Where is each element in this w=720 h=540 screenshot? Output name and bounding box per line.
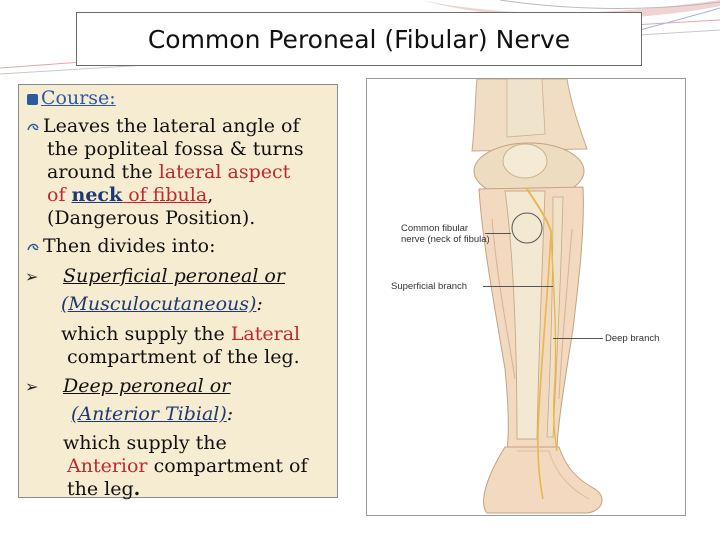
leg-anatomy-figure: Common fibular nerve (neck of fibula) Su… bbox=[366, 78, 686, 516]
course-heading: Course: bbox=[27, 87, 116, 110]
text-line-6: Then divides into: bbox=[27, 235, 215, 258]
arrow-bullet-icon: ➢ bbox=[25, 267, 39, 286]
label-common-fibular-nerve: Common fibular nerve (neck of fibula) bbox=[401, 223, 490, 245]
leader-line bbox=[483, 286, 553, 287]
text-line-9: which supply the Lateral bbox=[61, 323, 301, 345]
curl-bullet-icon bbox=[27, 123, 39, 131]
square-bullet-icon bbox=[27, 94, 38, 105]
leader-line bbox=[553, 338, 603, 339]
text-line-8: (Musculocutaneous): bbox=[61, 293, 263, 315]
text-line-15: the leg. bbox=[67, 478, 141, 500]
text-line-4: of neck of fibula, bbox=[47, 184, 214, 206]
text-line-3: around the lateral aspect bbox=[47, 161, 291, 183]
slide-title: Common Peroneal (Fibular) Nerve bbox=[147, 24, 571, 54]
text-line-12: (Anterior Tibial): bbox=[71, 403, 234, 425]
text-line-7: ➢Superficial peroneal or bbox=[25, 265, 285, 287]
label-deep-branch: Deep branch bbox=[605, 333, 660, 344]
text-line-5: (Dangerous Position). bbox=[47, 207, 256, 229]
title-box: Common Peroneal (Fibular) Nerve bbox=[76, 12, 642, 66]
curl-bullet-icon bbox=[27, 243, 39, 251]
course-label: Course: bbox=[41, 87, 116, 109]
leader-line bbox=[485, 233, 511, 234]
text-line-14: Anterior compartment of bbox=[67, 455, 308, 477]
leg-illustration bbox=[471, 79, 603, 514]
text-line-11: ➢Deep peroneal or bbox=[25, 375, 231, 397]
label-superficial-branch: Superficial branch bbox=[391, 281, 468, 292]
text-line-13: which supply the bbox=[63, 432, 227, 454]
text-line-1: Leaves the lateral angle of bbox=[27, 115, 299, 138]
course-text-box: Course: Leaves the lateral angle of the … bbox=[18, 84, 338, 500]
arrow-bullet-icon: ➢ bbox=[25, 377, 39, 396]
text-line-10: compartment of the leg. bbox=[67, 346, 300, 368]
text-line-2: the popliteal fossa & turns bbox=[47, 138, 304, 160]
